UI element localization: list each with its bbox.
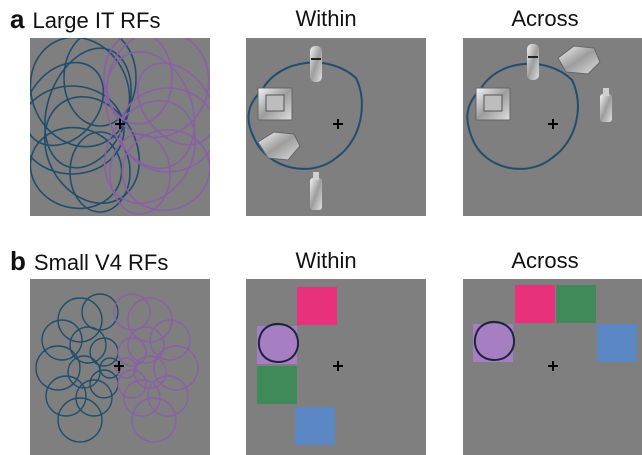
fixation-cross-b3: [548, 361, 558, 371]
square-blue-b3: [597, 324, 637, 362]
object-shoe-a2: [257, 131, 301, 161]
square-magenta-b3: [515, 285, 555, 323]
row-a-across-title: Across: [511, 6, 579, 31]
square-magenta-b2: [297, 287, 337, 325]
large-rf-teal-group: [30, 38, 141, 213]
fixation-cross-a3: [548, 119, 558, 129]
square-green-b2: [257, 366, 297, 404]
object-shoe-a3: [557, 45, 601, 75]
row-b-title: Small V4 RFs: [33, 250, 169, 275]
small-rf-teal-group: [35, 293, 121, 443]
row-a-title: Large IT RFs: [32, 8, 161, 33]
row-b-label: b Small V4 RFs: [10, 246, 168, 277]
fixation-cross-a1: [115, 119, 125, 129]
small-rf-purple-group: [113, 293, 199, 443]
object-bottle-a3: [600, 88, 612, 122]
row-b-within-title: Within: [295, 248, 357, 273]
object-chair-a3: [475, 87, 511, 121]
panel-a-within: [246, 38, 426, 216]
fixation-cross-a2: [333, 119, 343, 129]
panel-letter-a: a: [10, 4, 25, 34]
fixation-cross-b2: [333, 361, 343, 371]
object-chair-a2: [257, 87, 293, 121]
square-blue-b2: [295, 407, 335, 445]
row-b-across-title: Across: [511, 248, 579, 273]
row-a-within-title: Within: [295, 6, 357, 31]
square-green-b3: [556, 285, 596, 323]
rf-outline-small-within: [257, 323, 299, 364]
rf-outline-small-across: [473, 321, 515, 362]
large-rf-purple-group: [103, 38, 210, 215]
row-a-label: a Large IT RFs: [10, 4, 160, 35]
panel-letter-b: b: [10, 246, 26, 276]
fixation-cross-b1: [114, 361, 124, 371]
object-bottle-a2: [310, 172, 322, 210]
object-bowling-pin-a3: [527, 44, 539, 80]
object-bowling-pin-a2: [310, 46, 322, 82]
